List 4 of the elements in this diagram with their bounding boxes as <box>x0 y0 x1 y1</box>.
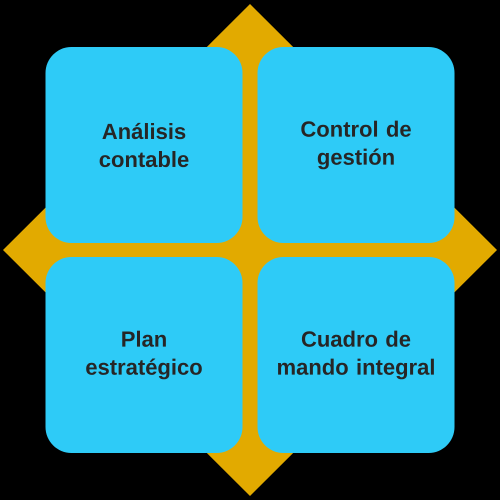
rounded-box: Control de gestión <box>258 47 454 243</box>
rounded-box: Plan estratégico <box>46 257 242 453</box>
rounded-box: Análisis contable <box>46 47 242 243</box>
rounded-box: Cuadro de mando integral <box>258 257 454 453</box>
